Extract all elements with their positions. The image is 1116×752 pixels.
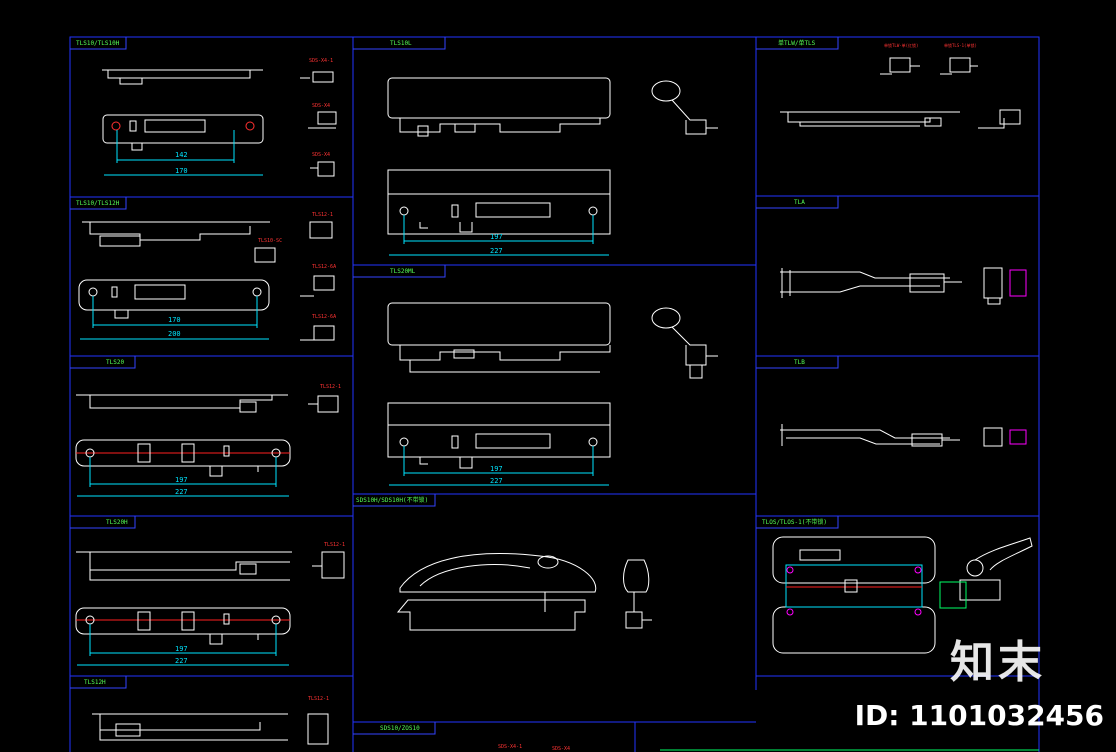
part-label: SDS-X4-1 [498,744,522,750]
part-label: SDS-X4 [552,746,570,752]
panel-title-p11: TLOS/TLOS-1(不带锁) [762,518,827,526]
part-label: TLS10-SC [258,238,282,244]
panel-p9-drawing [396,553,652,631]
panel-title-p4: TLS10/TLS12H [76,200,120,207]
dim-p7-1: 227 [175,488,188,496]
dim-p10-0: 197 [175,645,188,653]
dim-p4-0: 170 [168,316,181,324]
panel-title-p8: TLB [794,359,805,366]
part-label: TLS12-1 [324,542,345,548]
dim-p2-0: 197 [490,233,503,241]
part-label: TLS12-6A [312,264,336,270]
panel-title-p6: TLA [794,199,805,206]
dim-p2-1: 227 [490,247,503,255]
panel-title-p12: TLS12H [84,679,106,686]
watermark-logo: 知末 [950,637,1046,688]
panel-p10-drawing [75,551,345,666]
panel-title-p1: TLS10/TLS10H [76,40,120,47]
part-label: TLS12-6A [312,314,336,320]
part-label: SDS-X4 [312,152,330,158]
panel-frames [69,36,1040,752]
panel-title-p5: TLS20ML [390,268,416,275]
panel-p5-drawing [387,302,718,486]
panel-p8-drawing [780,424,1027,447]
dim-p7-0: 197 [175,476,188,484]
panel-title-p2: TLS10L [390,40,412,47]
panel-title-p13: SDS10/ZOS10 [380,725,420,732]
part-label: SDS-X4-1 [309,58,333,64]
part-label: 单锁TLW-单(红锁) [884,42,918,48]
part-label: 单锁TLS-1(单锁) [944,42,977,48]
dim-p1-1: 170 [175,167,188,175]
panel-p1-drawing [102,69,337,177]
panel-p12-drawing [92,713,329,745]
panel-p11-drawing [772,536,1033,654]
part-label: SDS-X4 [312,103,330,109]
panel-title-tabs [70,37,839,735]
part-label: TLS12-1 [320,384,341,390]
dim-p5-1: 227 [490,477,503,485]
dim-p4-1: 200 [168,330,181,338]
panel-title-p7: TLS20 [106,359,124,366]
dim-p5-0: 197 [490,465,503,473]
panel-p4-drawing [78,221,335,341]
panel-p7-drawing [75,394,339,497]
dim-p1-0: 142 [175,151,188,159]
panel-title-p9: SDS10H/SDS10H(不带锁) [356,496,428,504]
part-label: TLS12-1 [308,696,329,702]
dim-p10-1: 227 [175,657,188,665]
panel-title-p3: 单TLW/单TLS [778,39,816,47]
panel-p3-drawing [780,57,1021,129]
panel-title-p10: TLS20H [106,519,128,526]
part-label: TLS12-1 [312,212,333,218]
watermark-id: ID: 1101032456 [854,699,1104,732]
panel-p2-drawing [387,77,718,256]
panel-p6-drawing [780,267,1027,305]
